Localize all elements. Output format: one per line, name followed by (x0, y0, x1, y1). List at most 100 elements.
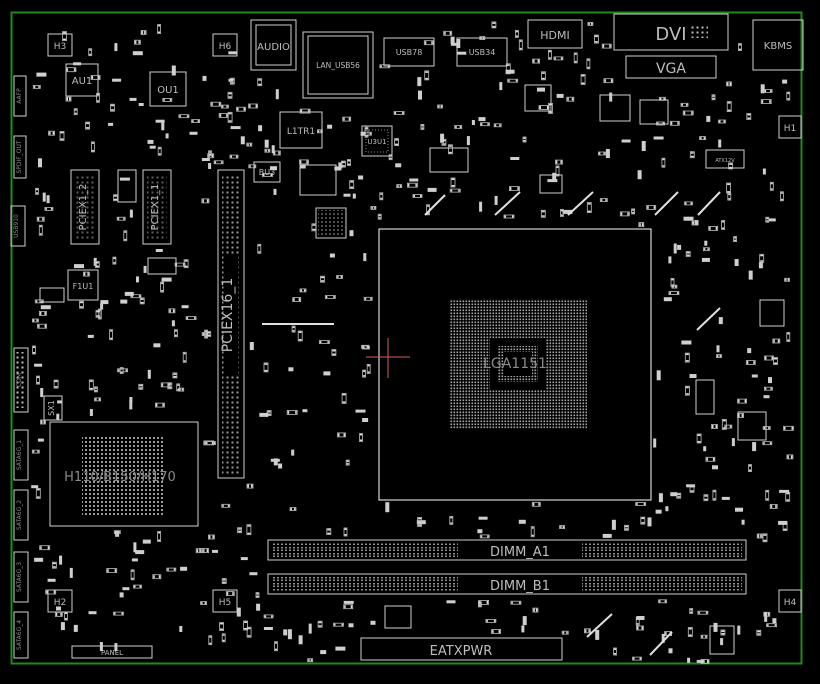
smd-component (138, 383, 144, 390)
smd-component (763, 427, 766, 429)
smd-component (200, 549, 202, 553)
smd-component (155, 403, 158, 407)
smd-component (63, 38, 66, 41)
smd-component (140, 298, 144, 300)
smd-component (698, 611, 700, 614)
smd-component (689, 151, 695, 159)
smd-component (98, 317, 101, 319)
smd-component (341, 161, 345, 164)
smd-component (762, 426, 771, 430)
smd-component (553, 56, 564, 61)
smd-component (442, 143, 446, 145)
smd-component (701, 635, 704, 638)
smd-component (584, 629, 587, 633)
smd-component (721, 496, 730, 500)
smd-component (99, 642, 103, 651)
smd-component (181, 305, 189, 309)
smd-component (133, 39, 141, 45)
smd-component (212, 535, 214, 539)
smd-component (523, 137, 526, 139)
smd-component (671, 278, 674, 281)
smd-component (711, 94, 716, 101)
smd-component (764, 611, 768, 622)
smd-component (258, 125, 263, 132)
smd-component (169, 309, 171, 313)
smd-component (54, 386, 58, 388)
smd-component (700, 137, 702, 140)
smd-component (312, 228, 316, 231)
smd-component (307, 658, 314, 663)
smd-component (614, 653, 616, 655)
smd-component (677, 244, 682, 250)
smd-component (427, 212, 429, 215)
smd-component (346, 463, 349, 465)
smd-component (263, 627, 273, 630)
usb78-connector: USB78 (383, 37, 435, 67)
f1u1-label: F1U1 (73, 282, 94, 291)
smd-component (57, 400, 63, 404)
smd-component (218, 102, 221, 106)
smd-component (421, 124, 424, 127)
smd-component (677, 121, 679, 125)
smd-component (594, 41, 598, 43)
smd-component (709, 226, 711, 230)
smd-component (184, 260, 188, 262)
audio-label: AUDIO (257, 42, 290, 53)
smd-component (69, 567, 73, 578)
smd-component (89, 49, 92, 51)
smd-component (560, 208, 564, 217)
smd-component (687, 657, 691, 663)
smd-component (37, 323, 47, 329)
smd-component (746, 113, 752, 120)
smd-component (347, 159, 351, 166)
smd-component (735, 507, 743, 512)
smd-component (727, 192, 732, 201)
smd-component (450, 516, 453, 519)
dimm-a1-label: DIMM_A1 (490, 545, 550, 560)
smd-component (705, 635, 707, 638)
passive-components (31, 21, 794, 664)
smd-component (37, 376, 39, 379)
smd-component (39, 545, 51, 551)
smd-component (182, 351, 187, 363)
smd-component (114, 195, 117, 197)
smd-component (764, 387, 767, 390)
smd-component (204, 441, 206, 445)
smd-component (455, 126, 457, 128)
smd-component (456, 39, 461, 48)
smd-component (37, 450, 39, 453)
smd-component (690, 611, 693, 613)
pciex1-2-slot: PCIEX1_2 (70, 169, 100, 245)
smd-component (690, 609, 693, 611)
smd-component (479, 201, 483, 212)
ic-u3u1: U3U1 (361, 125, 393, 157)
smd-component (240, 136, 245, 145)
pch-chipset: H110/B150/H170 (49, 421, 199, 527)
smd-component (56, 413, 60, 420)
smd-component (509, 187, 512, 191)
smd-component (780, 192, 783, 194)
smd-component (716, 345, 720, 353)
smd-component (512, 215, 514, 218)
smd-component (116, 216, 126, 221)
smd-component (183, 360, 186, 362)
smd-component (265, 149, 267, 152)
smd-component (729, 166, 733, 169)
smd-component (768, 427, 770, 429)
smd-component (418, 90, 422, 100)
smd-component (249, 342, 254, 350)
smd-component (343, 117, 345, 121)
smd-component (359, 433, 363, 442)
smd-component (663, 297, 672, 302)
smd-component (538, 105, 550, 110)
smd-component (66, 97, 68, 101)
smd-component (703, 247, 710, 252)
smd-component (155, 249, 163, 252)
smd-component (334, 623, 336, 626)
smd-component (757, 633, 761, 635)
smd-component (515, 79, 518, 82)
smd-component (726, 101, 732, 112)
smd-component (83, 271, 90, 277)
smd-component (201, 198, 210, 204)
smd-component (129, 97, 137, 101)
